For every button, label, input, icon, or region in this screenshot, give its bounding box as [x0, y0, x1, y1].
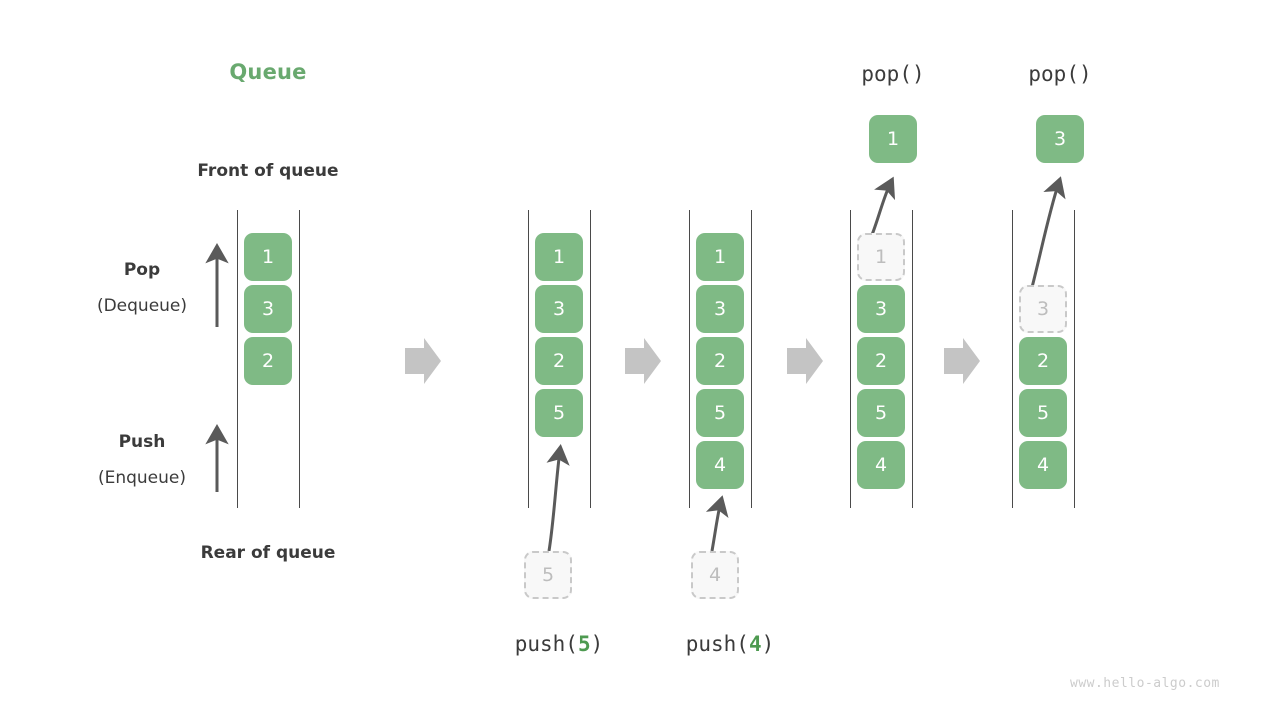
queue-cell: 2: [1019, 337, 1067, 385]
queue-cell: 2: [244, 337, 292, 385]
front-of-queue-label: Front of queue: [197, 161, 339, 181]
pop-1-caption: pop(): [861, 62, 925, 86]
rear-of-queue-label: Rear of queue: [200, 543, 336, 563]
push-4-arg: 4: [748, 632, 762, 656]
queue-cell: 2: [535, 337, 583, 385]
queue-cell: 1: [535, 233, 583, 281]
queue-cell: 4: [1019, 441, 1067, 489]
queue-rail-right: [590, 210, 591, 508]
pop-label-subtitle: (Dequeue): [96, 296, 188, 316]
push-label-subtitle: (Enqueue): [97, 468, 187, 488]
pop-label-title: Pop: [123, 260, 161, 280]
queue-cell: 1: [696, 233, 744, 281]
incoming-ghost-cell: 5: [524, 551, 572, 599]
queue-cell: 2: [857, 337, 905, 385]
popped-cell: 3: [1036, 115, 1084, 163]
push-5-caption: push(5): [459, 632, 659, 656]
queue-rail-left: [528, 210, 529, 508]
push-4-prefix: push(: [685, 632, 749, 656]
queue-rail-left: [1012, 210, 1013, 508]
queue-cell: 4: [696, 441, 744, 489]
queue-cell: 4: [857, 441, 905, 489]
queue-cell: 5: [1019, 389, 1067, 437]
queue-cell: 5: [535, 389, 583, 437]
incoming-ghost-cell: 4: [691, 551, 739, 599]
queue-cell: 2: [696, 337, 744, 385]
queue-rail-left: [850, 210, 851, 508]
queue-cell: 3: [244, 285, 292, 333]
queue-rail-left: [237, 210, 238, 508]
queue-rail-right: [912, 210, 913, 508]
queue-cell-ghost: 3: [1019, 285, 1067, 333]
push-label-title: Push: [118, 432, 166, 452]
push-5-suffix: ): [590, 632, 604, 656]
push-4-suffix: ): [761, 632, 775, 656]
queue-rail-right: [299, 210, 300, 508]
queue-rail-right: [1074, 210, 1075, 508]
push-5-arg: 5: [577, 632, 591, 656]
popped-cell: 1: [869, 115, 917, 163]
pop-2-caption: pop(): [1028, 62, 1092, 86]
queue-cell: 5: [696, 389, 744, 437]
page-title: Queue: [229, 60, 307, 84]
queue-cell-ghost: 1: [857, 233, 905, 281]
push-4-caption: push(4): [630, 632, 830, 656]
queue-cell: 3: [535, 285, 583, 333]
queue-cell: 3: [857, 285, 905, 333]
queue-cell: 3: [696, 285, 744, 333]
queue-rail-right: [751, 210, 752, 508]
queue-rail-left: [689, 210, 690, 508]
queue-cell: 5: [857, 389, 905, 437]
watermark: www.hello-algo.com: [1070, 676, 1220, 691]
queue-cell: 1: [244, 233, 292, 281]
push-5-prefix: push(: [514, 632, 578, 656]
